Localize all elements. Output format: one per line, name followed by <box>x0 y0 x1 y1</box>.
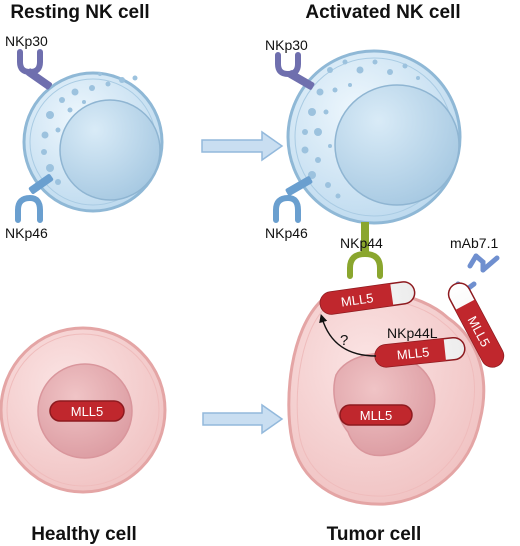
svg-text:MLL5: MLL5 <box>71 404 104 419</box>
nkp46-resting-label: NKp46 <box>5 225 48 241</box>
question-mark: ? <box>340 332 348 349</box>
nkp30-activated-label: NKp30 <box>265 37 308 53</box>
activated-nkp30-receptor <box>275 52 315 90</box>
translocation-arrow <box>319 313 377 357</box>
tumor-cell-title: Tumor cell <box>327 524 422 545</box>
resting-nk-cell-title: Resting NK cell <box>10 2 149 23</box>
resting-nkp30-receptor <box>17 49 52 90</box>
nkp30-resting-label: NKp30 <box>5 33 48 49</box>
mab71-label: mAb7.1 <box>450 235 498 251</box>
nkp44-receptor <box>347 222 383 279</box>
nkp46-activated-label: NKp46 <box>265 225 308 241</box>
activated-nkp46-receptor <box>273 176 313 223</box>
activated-nk-cell <box>286 49 462 225</box>
nkp44l-label: NKp44L <box>387 325 438 341</box>
nkp44-label: NKp44 <box>340 235 383 251</box>
mll5-tumor-nucleus: MLL5 <box>339 404 413 426</box>
activation-arrow <box>201 130 284 162</box>
resting-nk-cell <box>22 71 164 213</box>
mll5-healthy: MLL5 <box>49 400 125 422</box>
healthy-cell-title: Healthy cell <box>31 524 137 545</box>
activated-nk-cell-title: Activated NK cell <box>305 2 460 23</box>
mll5-surface-left: MLL5 <box>319 281 416 315</box>
svg-text:MLL5: MLL5 <box>340 290 374 309</box>
tumor-cell <box>287 289 486 506</box>
transformation-arrow <box>202 403 284 435</box>
svg-text:MLL5: MLL5 <box>396 344 430 362</box>
mll5-nkp44l-cytoplasm: MLL5 <box>374 336 466 368</box>
svg-text:MLL5: MLL5 <box>360 408 393 423</box>
mab71-antibody-free <box>467 253 500 273</box>
resting-nkp46-receptor <box>15 174 54 223</box>
